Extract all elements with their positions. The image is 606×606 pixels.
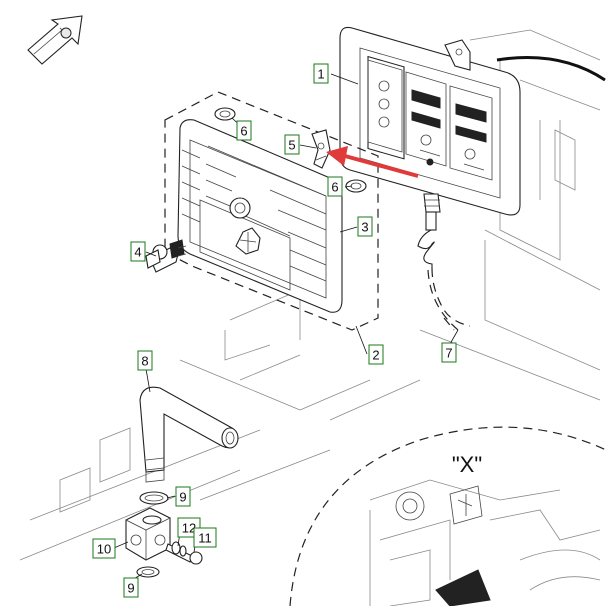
svg-text:7: 7 (445, 346, 452, 361)
red-pointer-arrowhead (326, 146, 348, 166)
grommet-right (345, 179, 367, 193)
connector-cable (417, 193, 471, 331)
svg-text:6: 6 (331, 180, 338, 195)
svg-text:2: 2 (372, 348, 379, 363)
key-switch (145, 239, 187, 273)
callout-2: 2 (368, 344, 384, 365)
callout-10: 10 (92, 538, 116, 559)
detail-view-label: "X" (452, 452, 482, 477)
svg-text:5: 5 (288, 138, 295, 153)
svg-text:8: 8 (141, 354, 148, 369)
callout-11: 11 (193, 527, 217, 548)
o-ring-lower (136, 566, 160, 578)
callout-3: 3 (357, 216, 373, 237)
control-panel (339, 26, 521, 216)
callout-9-upper: 9 (175, 486, 191, 507)
grommet-top (214, 107, 236, 121)
callout-8: 8 (137, 350, 153, 371)
grille-cover (177, 119, 343, 313)
detail-view-x (369, 479, 601, 606)
svg-text:10: 10 (97, 542, 111, 557)
exhaust-pipe (139, 386, 239, 483)
svg-text:9: 9 (179, 490, 186, 505)
mounting-block (125, 507, 171, 561)
wiring-harness (496, 56, 606, 82)
logo-emblem (235, 227, 261, 255)
callout-6-top: 6 (236, 120, 252, 141)
svg-text:6: 6 (240, 124, 247, 139)
bolt-and-washers (165, 541, 203, 565)
svg-text:1: 1 (317, 67, 324, 82)
callout-5: 5 (284, 134, 300, 155)
callout-7: 7 (441, 342, 457, 363)
callout-9-lower: 9 (123, 577, 139, 598)
callout-4: 4 (130, 241, 146, 262)
o-ring-upper (139, 491, 169, 505)
direction-arrow-icon (27, 15, 83, 65)
svg-text:11: 11 (198, 531, 212, 546)
mounting-clip (311, 129, 331, 169)
callout-1: 1 (313, 63, 329, 84)
red-pointer-arrow (344, 154, 419, 178)
callout-6-right: 6 (327, 176, 343, 197)
svg-text:9: 9 (127, 581, 134, 596)
svg-text:4: 4 (134, 245, 141, 260)
machine-structure (19, 29, 601, 561)
detail-view-boundary (289, 426, 606, 606)
svg-text:12: 12 (182, 521, 196, 536)
svg-text:3: 3 (361, 220, 368, 235)
